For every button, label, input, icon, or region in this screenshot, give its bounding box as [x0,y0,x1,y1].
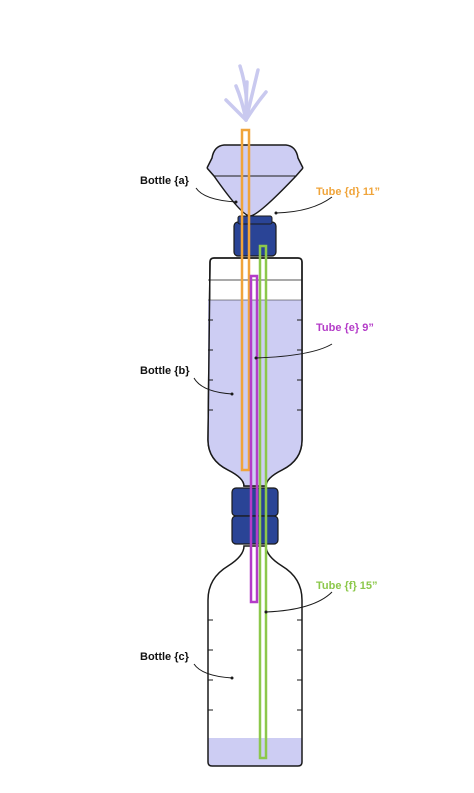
leader-tube-d [275,196,333,214]
fountain-spray-icon [224,64,268,122]
label-bottle-b: Bottle {b} [140,365,190,377]
bottle-c [207,545,303,767]
label-tube-e: Tube {e} 9” [316,322,374,334]
label-tube-f: Tube {f} 15” [316,580,378,592]
label-bottle-c: Bottle {c} [140,651,190,663]
tube-e [249,274,259,604]
tube-f [258,244,268,760]
leader-tube-f [265,591,333,613]
bottle-b [207,257,303,487]
leader-tube-e [255,343,333,359]
leader-bottle-b [193,377,233,395]
bottle-a [206,144,304,217]
tube-d [240,128,251,472]
cap-middle-lower [231,515,279,545]
leader-bottle-c [193,663,233,679]
label-tube-d: Tube {d} 11” [316,186,380,198]
cap-middle-upper [231,487,279,517]
leader-bottle-a [195,187,237,203]
cap-top [233,221,277,257]
label-bottle-a: Bottle {a} [140,175,190,187]
